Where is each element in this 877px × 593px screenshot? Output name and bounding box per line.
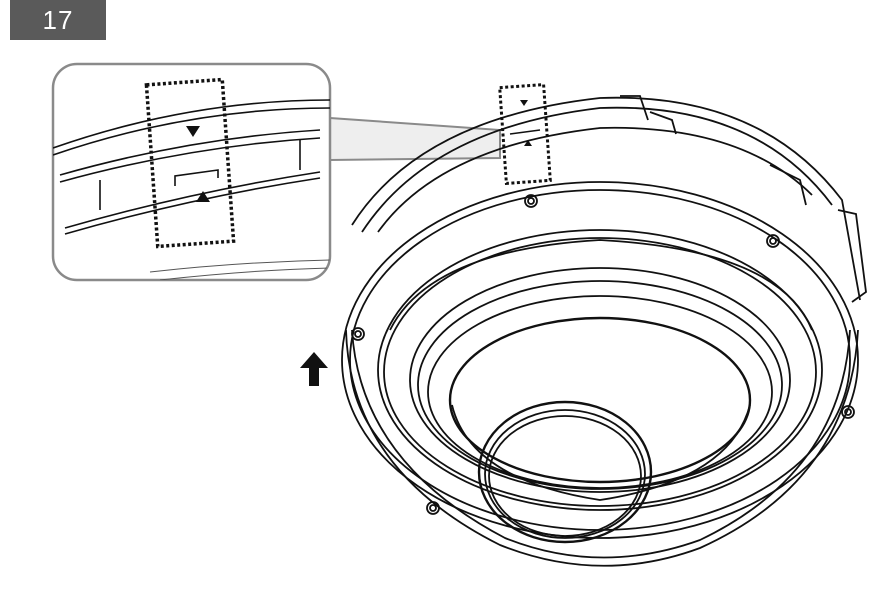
triangle-up-icon	[196, 191, 210, 202]
step-number-badge: 17	[10, 0, 106, 40]
triangle-up-icon	[524, 140, 532, 146]
alignment-highlight-box	[144, 77, 236, 249]
dome-camera	[341, 95, 867, 567]
triangle-down-icon	[520, 100, 528, 106]
up-arrow-icon	[300, 352, 328, 386]
triangle-down-icon	[186, 126, 200, 137]
callout-magnified-view	[51, 62, 332, 282]
camera-alignment-highlight-box	[498, 82, 552, 186]
